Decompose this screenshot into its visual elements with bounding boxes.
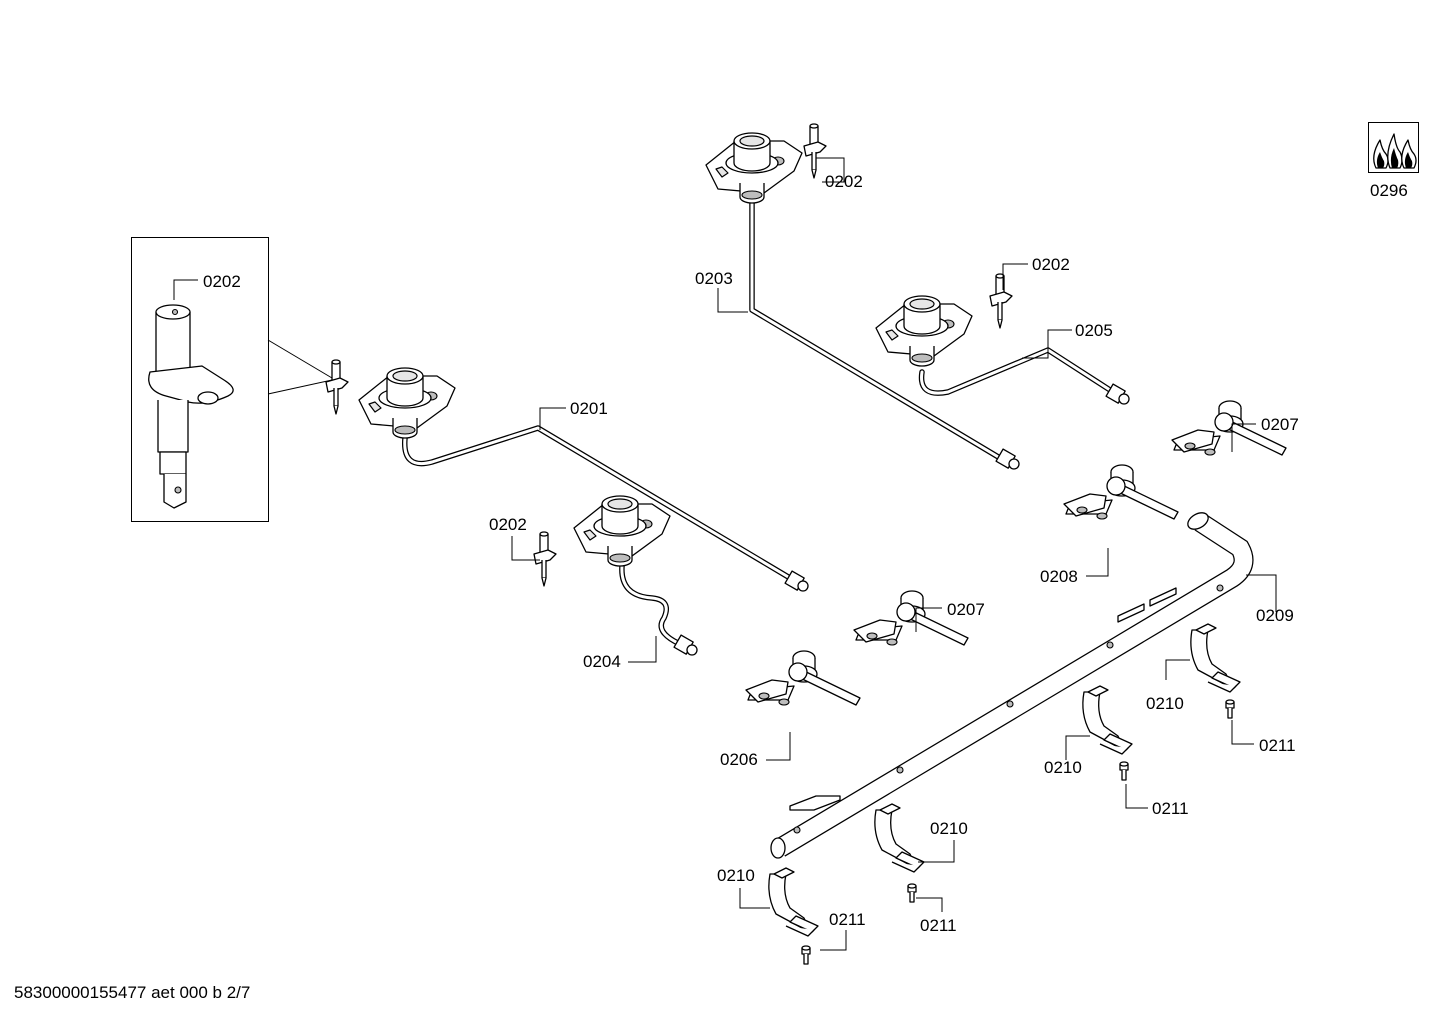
label-0210-a: 0210 — [1146, 694, 1184, 713]
pipe-0204 — [619, 563, 698, 656]
label-0201: 0201 — [570, 399, 608, 418]
label-0210-c: 0210 — [930, 819, 968, 838]
detail-inset — [131, 237, 333, 522]
gas-valve-0208 — [1063, 464, 1179, 520]
label-0296: 0296 — [1370, 181, 1408, 200]
fixing-clip-b — [1082, 685, 1133, 755]
label-0209: 0209 — [1256, 606, 1294, 625]
thermocouple-left-small — [325, 359, 349, 415]
gas-valve-0206 — [745, 650, 861, 706]
screw-d — [801, 945, 811, 965]
label-0202-left: 0202 — [489, 515, 527, 534]
fixing-clip-d — [768, 867, 819, 937]
pipe-0205 — [918, 347, 1130, 405]
label-0208: 0208 — [1040, 567, 1078, 586]
label-0211-a: 0211 — [1259, 736, 1296, 755]
label-0211-c: 0211 — [920, 916, 957, 935]
leader-lines — [173, 157, 1277, 951]
pipe-0201 — [402, 425, 809, 592]
label-0207-lower: 0207 — [947, 600, 985, 619]
burner-right — [875, 295, 973, 367]
label-0207-upper: 0207 — [1261, 415, 1299, 434]
burner-bottom — [573, 495, 671, 567]
gas-flame-icon: 0296 — [1368, 122, 1419, 200]
label-0203: 0203 — [695, 269, 733, 288]
label-0210-b: 0210 — [1044, 758, 1082, 777]
document-footer-code: 58300000155477 aet 000 b 2/7 — [14, 983, 250, 1002]
label-0211-b: 0211 — [1152, 799, 1189, 818]
label-0211-d: 0211 — [829, 910, 866, 929]
label-0205: 0205 — [1075, 321, 1113, 340]
label-0202-top: 0202 — [825, 172, 863, 191]
pipe-0203 — [749, 193, 1020, 470]
burner-left — [358, 367, 456, 439]
label-0202-detail: 0202 — [203, 272, 241, 291]
screw-b — [1119, 761, 1129, 781]
gas-manifold-bar — [770, 512, 1254, 859]
thermocouple-enlarged — [148, 304, 234, 509]
fixing-clip-c — [874, 803, 925, 873]
screw-c — [907, 883, 917, 903]
thermocouple-bottom — [533, 531, 557, 587]
fixing-clip-a — [1190, 623, 1241, 693]
thermocouple-right — [989, 273, 1013, 329]
label-0206: 0206 — [720, 750, 758, 769]
part-labels: 0202 0202 0202 0203 0205 0201 0202 0204 … — [203, 172, 1299, 935]
label-0210-d: 0210 — [717, 866, 755, 885]
label-0202-right: 0202 — [1032, 255, 1070, 274]
thermocouple-top — [803, 123, 827, 179]
label-0204: 0204 — [583, 652, 621, 671]
burner-top — [705, 132, 803, 204]
screw-a — [1225, 699, 1235, 719]
